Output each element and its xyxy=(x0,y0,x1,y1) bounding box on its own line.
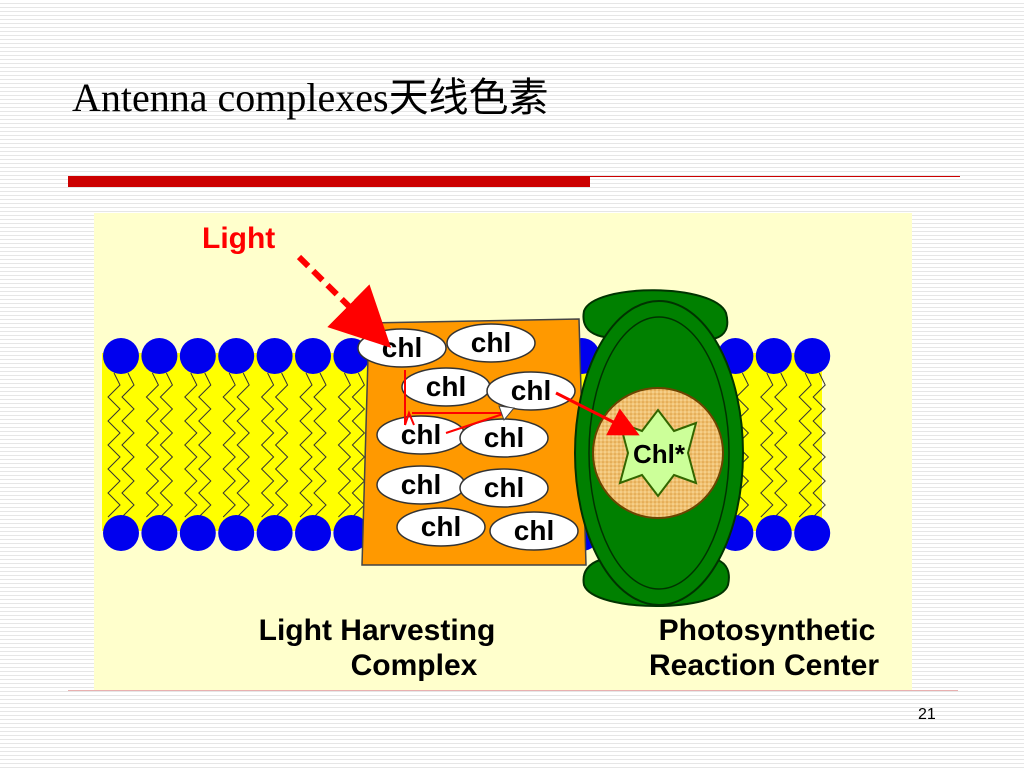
page-number: 21 xyxy=(918,706,936,723)
chlorophyll-label: chl xyxy=(514,515,554,546)
chlorophyll-label: chl xyxy=(401,469,441,500)
lipid-head xyxy=(794,515,831,551)
chlorophyll: chl xyxy=(489,511,579,551)
rc-label-line2: Reaction Center xyxy=(649,649,879,682)
transfer-arrow xyxy=(555,391,640,436)
light-label: Light xyxy=(202,222,275,255)
chlorophyll-label: chl xyxy=(401,419,441,450)
title-rule-thick xyxy=(68,176,590,187)
lipid-head xyxy=(141,338,178,374)
lipid-head xyxy=(179,515,216,551)
lipid-head xyxy=(256,515,293,551)
energy-transfer-arrows xyxy=(404,370,515,434)
lipid-head xyxy=(755,338,792,374)
chlorophyll: chl xyxy=(357,328,447,368)
lipid-head xyxy=(333,515,370,551)
light-arrow xyxy=(296,254,392,348)
lipid-head xyxy=(256,338,293,374)
lhc-label-line1: Light Harvesting xyxy=(259,614,496,647)
lipid-head xyxy=(103,515,139,551)
chlorophyll: chl xyxy=(401,367,491,407)
excited-chlorophyll-label: Chl* xyxy=(633,439,686,469)
lipid-head xyxy=(794,338,831,374)
chlorophyll: chl xyxy=(486,371,576,411)
chlorophyll: chl xyxy=(376,465,466,505)
chlorophyll-label: chl xyxy=(484,472,524,503)
lipid-head xyxy=(103,338,139,374)
lhc-label-line2: Complex xyxy=(351,649,478,682)
chlorophyll-label: chl xyxy=(511,375,551,406)
lipid-head xyxy=(179,338,216,374)
rc-label-line1: Photosynthetic xyxy=(659,614,876,647)
lipid-head xyxy=(218,338,255,374)
chlorophyll-label: chl xyxy=(421,511,461,542)
lipid-head xyxy=(755,515,792,551)
slide-title: Antenna complexes天线色素 xyxy=(72,75,549,120)
chlorophyll: chl xyxy=(459,468,549,508)
chlorophyll: chl xyxy=(459,418,549,458)
footer-rule xyxy=(68,690,958,691)
lipid-head xyxy=(295,338,331,374)
lipid-head xyxy=(218,515,255,551)
chlorophyll: chl xyxy=(446,323,536,363)
lipid-head xyxy=(141,515,178,551)
chlorophyll: chl xyxy=(396,507,486,547)
chlorophyll: chl xyxy=(376,415,466,455)
chlorophyll-label: chl xyxy=(484,422,524,453)
chlorophyll-label: chl xyxy=(382,332,422,363)
chlorophyll-label: chl xyxy=(471,327,511,358)
chlorophyll-label: chl xyxy=(426,371,466,402)
title-rule-thin xyxy=(590,176,960,177)
lipid-head xyxy=(295,515,331,551)
